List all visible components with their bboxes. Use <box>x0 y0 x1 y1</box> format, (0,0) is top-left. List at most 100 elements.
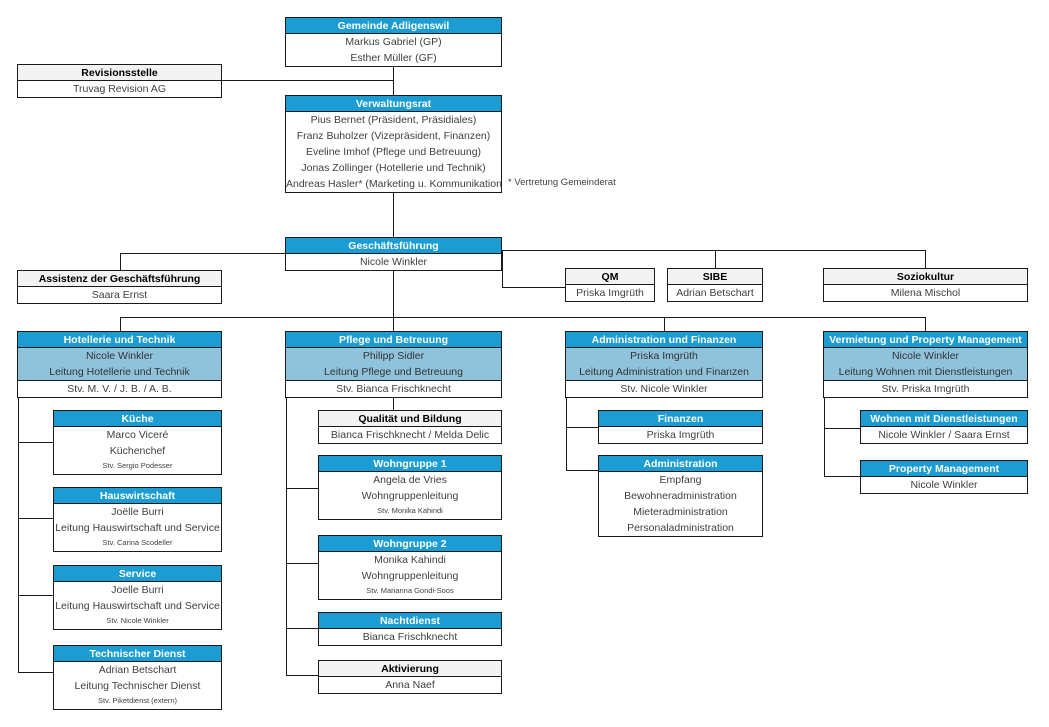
box-row: Marco Viceré <box>54 427 221 443</box>
box-title: Hauswirtschaft <box>54 488 221 504</box>
box-row: Monika Kahindi <box>319 552 501 568</box>
org-box-qm: QM Priska Imgrüth <box>565 268 655 302</box>
box-row: Markus Gabriel (GP) <box>286 34 501 50</box>
box-title: Administration und Finanzen <box>566 332 762 348</box>
box-row: Nicole Winkler / Saara Ernst <box>861 427 1027 443</box>
box-row: Truvag Revision AG <box>18 81 221 97</box>
org-box-hotellerie: Hotellerie und Technik Nicole Winkler Le… <box>17 331 222 398</box>
box-row: Milena Mischol <box>824 285 1027 301</box>
box-row: Bewohneradministration <box>599 488 762 504</box>
org-box-verwaltungsrat: Verwaltungsrat Pius Bernet (Präsident, P… <box>285 95 502 193</box>
box-title: Soziokultur <box>824 269 1027 285</box>
connector-trunk-col2 <box>286 396 287 675</box>
box-row-stv: Stv. M. V. / J. B. / A. B. <box>18 381 221 397</box>
connector-verwaltungsrat-gf <box>393 193 394 237</box>
connector-stub-administration <box>566 470 598 471</box>
connector-assistenz-h <box>120 253 285 254</box>
box-row: Joelle Burri <box>54 582 221 598</box>
connector-trunk-col4 <box>824 396 825 476</box>
box-row-lead: Philipp Sidler <box>286 348 501 364</box>
box-row-function: Leitung Administration und Finanzen <box>566 364 762 381</box>
connector-stub-wohnen-dl <box>824 428 860 429</box>
box-title: Property Management <box>861 461 1027 477</box>
box-row: Küchenchef <box>54 443 221 459</box>
vertretung-note: * Vertretung Gemeinderat <box>508 177 616 188</box>
box-title: Wohngruppe 1 <box>319 456 501 472</box>
box-title: Finanzen <box>599 411 762 427</box>
box-title: Wohngruppe 2 <box>319 536 501 552</box>
connector-stub-kueche <box>18 442 53 443</box>
box-title: Technischer Dienst <box>54 646 221 662</box>
box-row-stv: Stv. Carina Scodeller <box>54 536 221 551</box>
connector-trunk-col1 <box>18 396 19 672</box>
box-row-lead: Nicole Winkler <box>18 348 221 364</box>
box-row: Leitung Hauswirtschaft und Service <box>54 520 221 536</box>
box-row: Anna Naef <box>319 677 501 693</box>
connector-stub-wohngruppe2 <box>286 563 318 564</box>
org-box-revisionsstelle: Revisionsstelle Truvag Revision AG <box>17 64 222 98</box>
box-row: Andreas Hasler* (Marketing u. Kommunikat… <box>286 176 501 192</box>
connector-trunk-col3 <box>566 396 567 470</box>
connector-drop-pflege <box>393 317 394 331</box>
box-title: Assistenz der Geschäftsführung <box>18 271 221 287</box>
box-row-stv: Stv. Bianca Frischknecht <box>286 381 501 397</box>
box-title: Administration <box>599 456 762 472</box>
connector-revisionsstelle <box>222 80 393 81</box>
connector-pflege-qualitaet <box>393 396 394 410</box>
box-title: Wohnen mit Dienstleistungen <box>861 411 1027 427</box>
box-row-lead: Priska Imgrüth <box>566 348 762 364</box>
box-row-stv: Stv. Nicole Winkler <box>566 381 762 397</box>
org-box-nachtdienst: Nachtdienst Bianca Frischknecht <box>318 612 502 646</box>
box-row: Adrian Betschart <box>54 662 221 678</box>
box-title: Hotellerie und Technik <box>18 332 221 348</box>
org-box-finanzen: Finanzen Priska Imgrüth <box>598 410 763 444</box>
connector-qm-v <box>502 250 503 287</box>
connector-assistenz-v <box>120 253 121 270</box>
connector-stub-aktivierung <box>286 675 318 676</box>
connector-qm-h <box>502 287 565 288</box>
org-box-aktivierung: Aktivierung Anna Naef <box>318 660 502 694</box>
org-box-service: Service Joelle Burri Leitung Hauswirtsch… <box>53 565 222 630</box>
box-row-stv: Stv. Monika Kahindi <box>319 504 501 519</box>
box-row-function: Leitung Pflege und Betreuung <box>286 364 501 381</box>
org-box-technischer-dienst: Technischer Dienst Adrian Betschart Leit… <box>53 645 222 710</box>
connector-main-distribution <box>120 317 925 318</box>
connector-stub-technischer-dienst <box>18 672 53 673</box>
box-row: Angela de Vries <box>319 472 501 488</box>
box-row-stv: Stv. Piketdienst (extern) <box>54 694 221 709</box>
box-row: Adrian Betschart <box>668 285 762 301</box>
connector-stub-finanzen <box>566 427 598 428</box>
org-box-assistenz: Assistenz der Geschäftsführung Saara Ern… <box>17 270 222 304</box>
connector-soziokultur-drop <box>925 250 926 268</box>
connector-drop-hotellerie <box>120 317 121 331</box>
box-row: Bianca Frischknecht <box>319 629 501 645</box>
box-row: Leitung Technischer Dienst <box>54 678 221 694</box>
connector-drop-vermietung <box>925 317 926 331</box>
org-box-wohnen-dl: Wohnen mit Dienstleistungen Nicole Winkl… <box>860 410 1028 444</box>
box-row: Joëlle Burri <box>54 504 221 520</box>
org-box-property: Property Management Nicole Winkler <box>860 460 1028 494</box>
box-title: Service <box>54 566 221 582</box>
box-row: Mieteradministration <box>599 504 762 520</box>
connector-stub-service <box>18 595 53 596</box>
box-row: Leitung Hauswirtschaft und Service <box>54 598 221 614</box>
box-row: Empfang <box>599 472 762 488</box>
box-row-stv: Stv. Marianna Gondi-Soos <box>319 584 501 599</box>
box-row: Wohngruppenleitung <box>319 488 501 504</box>
box-title: Geschäftsführung <box>286 238 501 254</box>
box-row: Esther Müller (GF) <box>286 50 501 66</box>
connector-stub-property <box>824 476 860 477</box>
box-title: Vermietung und Property Management <box>824 332 1027 348</box>
connector-stub-hauswirtschaft <box>18 518 53 519</box>
box-row-lead: Nicole Winkler <box>824 348 1027 364</box>
box-row-stv: Stv. Sergio Podesser <box>54 459 221 474</box>
org-box-hauswirtschaft: Hauswirtschaft Joëlle Burri Leitung Haus… <box>53 487 222 552</box>
box-title: SIBE <box>668 269 762 285</box>
box-row-function: Leitung Hotellerie und Technik <box>18 364 221 381</box>
connector-stub-nachtdienst <box>286 628 318 629</box>
box-row: Priska Imgrüth <box>599 427 762 443</box>
org-box-gemeinde: Gemeinde Adligenswil Markus Gabriel (GP)… <box>285 17 502 67</box>
box-row: Franz Buholzer (Vizepräsident, Finanzen) <box>286 128 501 144</box>
org-box-geschaeftsfuehrung: Geschäftsführung Nicole Winkler <box>285 237 502 271</box>
